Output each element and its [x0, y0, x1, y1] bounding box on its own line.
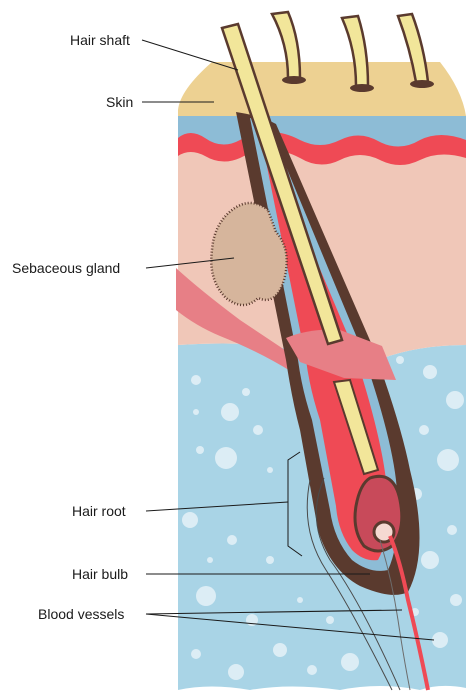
- label-hair-bulb: Hair bulb: [72, 566, 128, 582]
- label-skin: Skin: [106, 94, 133, 110]
- label-hair-root: Hair root: [72, 503, 126, 519]
- label-sebaceous-gland: Sebaceous gland: [12, 260, 120, 276]
- label-hair-shaft: Hair shaft: [70, 32, 130, 48]
- labels: Hair shaft Skin Sebaceous gland Hair roo…: [12, 32, 133, 622]
- label-blood-vessels: Blood vessels: [38, 606, 124, 622]
